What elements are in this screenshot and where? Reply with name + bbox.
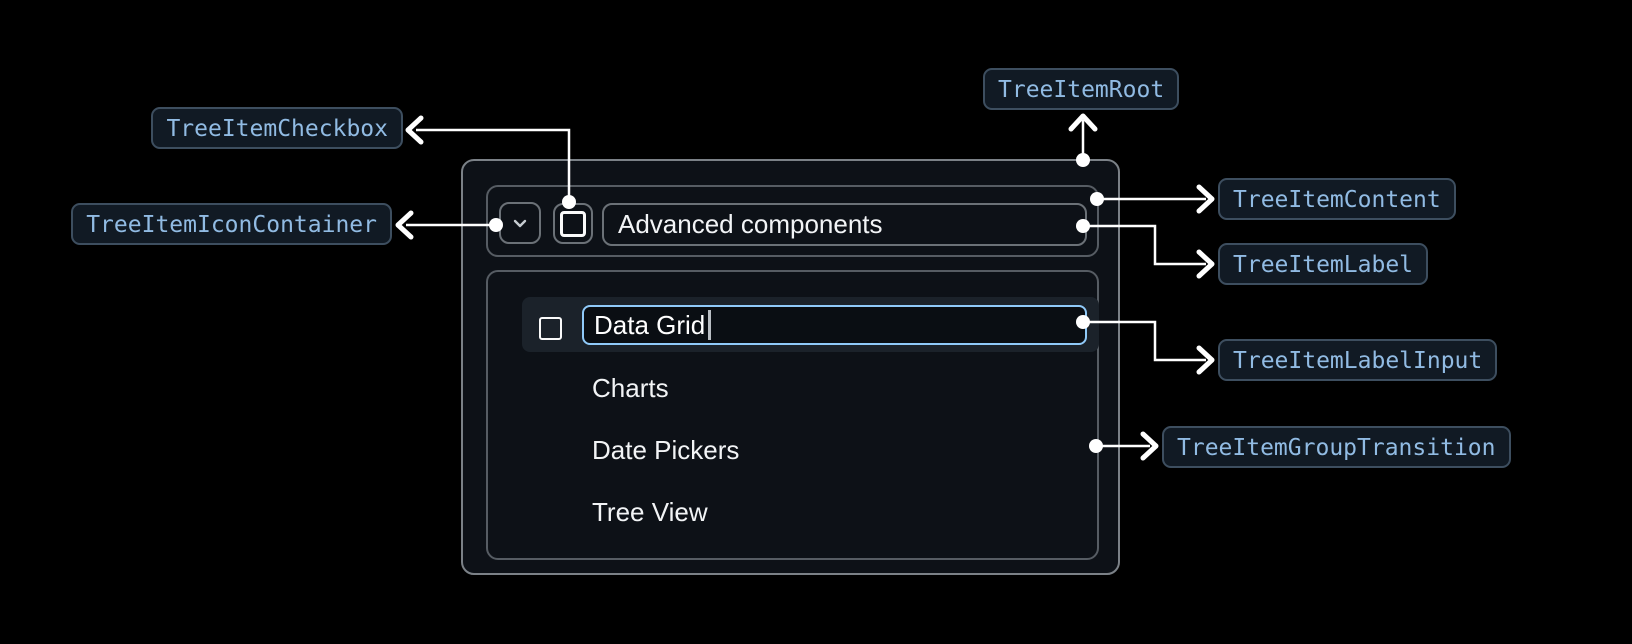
anatomy-label-tree-item-root: TreeItemRoot bbox=[983, 68, 1180, 110]
tree-item-root: Advanced components Data Grid Charts Dat… bbox=[461, 159, 1120, 575]
anatomy-label-tree-item-checkbox: TreeItemCheckbox bbox=[151, 107, 403, 149]
anatomy-label-tree-item-icon-container: TreeItemIconContainer bbox=[71, 203, 392, 245]
child-label[interactable]: Tree View bbox=[592, 497, 708, 527]
arrow-right-icon bbox=[1196, 345, 1215, 375]
arrow-right-icon bbox=[1196, 249, 1215, 279]
tree-item-icon-container[interactable] bbox=[499, 202, 541, 244]
anatomy-label-tree-item-label: TreeItemLabel bbox=[1218, 243, 1429, 285]
anatomy-label-tree-item-group-transition: TreeItemGroupTransition bbox=[1162, 426, 1511, 468]
tree-child-row-editing[interactable]: Data Grid bbox=[522, 297, 1099, 352]
tree-item-group-transition: Data Grid Charts Date Pickers Tree View bbox=[486, 270, 1099, 560]
tree-item-checkbox[interactable] bbox=[553, 203, 593, 244]
tree-item-content[interactable]: Advanced components bbox=[486, 185, 1099, 257]
parent-label-text: Advanced components bbox=[618, 209, 883, 239]
arrow-left-icon bbox=[395, 210, 414, 240]
checkbox-unchecked-icon[interactable] bbox=[539, 317, 562, 340]
arrow-right-icon bbox=[1196, 184, 1215, 214]
chevron-down-icon bbox=[508, 211, 532, 235]
checkbox-unchecked-icon bbox=[560, 210, 586, 237]
arrow-left-icon bbox=[405, 115, 424, 145]
anatomy-label-tree-item-label-input: TreeItemLabelInput bbox=[1218, 339, 1498, 381]
arrow-up-icon bbox=[1068, 113, 1098, 132]
tree-item-label-input[interactable]: Data Grid bbox=[582, 305, 1087, 345]
child-label[interactable]: Charts bbox=[592, 373, 669, 403]
anatomy-label-tree-item-content: TreeItemContent bbox=[1218, 178, 1456, 220]
arrow-right-icon bbox=[1140, 431, 1159, 461]
child-label[interactable]: Date Pickers bbox=[592, 435, 740, 465]
tree-item-label[interactable]: Advanced components bbox=[602, 203, 1087, 246]
label-input-value: Data Grid bbox=[594, 309, 706, 340]
text-cursor bbox=[708, 310, 711, 340]
